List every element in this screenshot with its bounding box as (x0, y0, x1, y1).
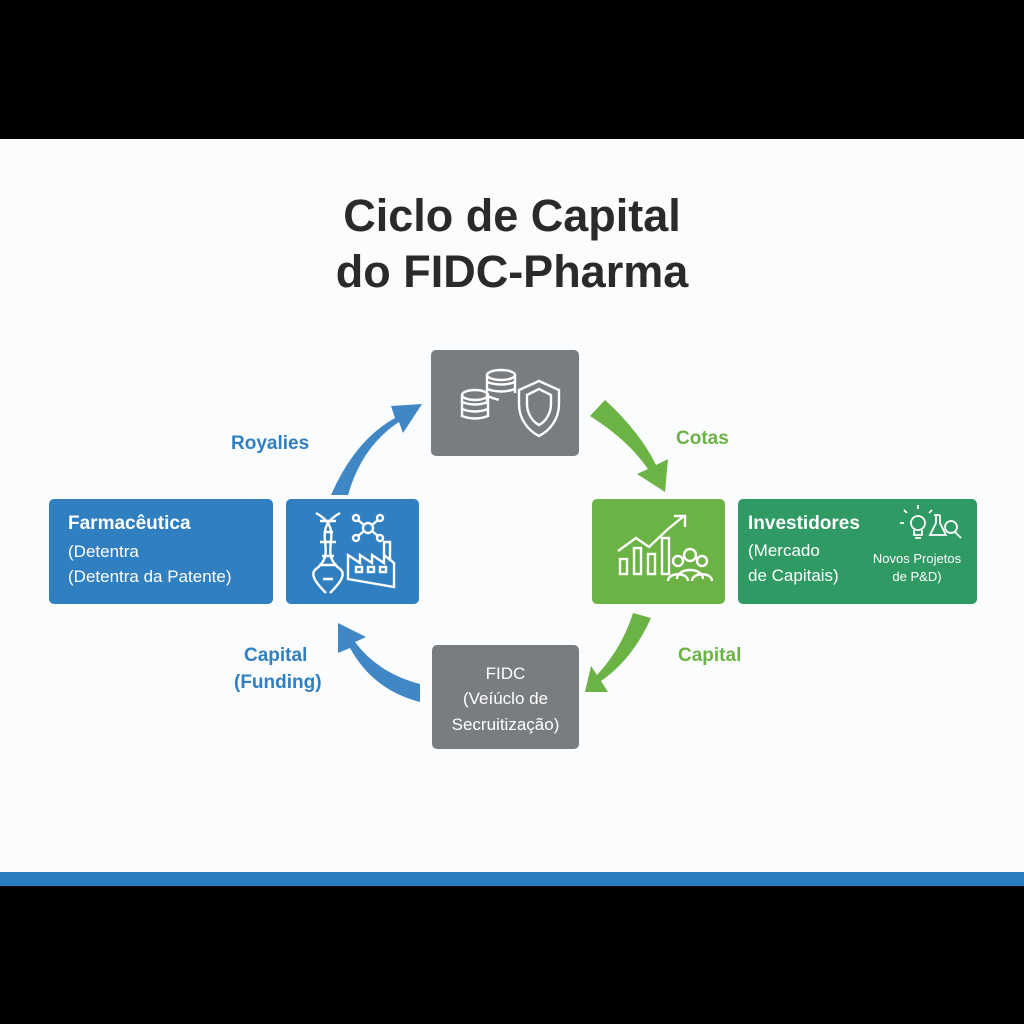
lightbulb-flask-icon (900, 505, 962, 539)
arrow-capital-right (585, 613, 651, 692)
label-royalties: Royalies (231, 433, 310, 454)
title-line-2: do FIDC-Pharma (335, 246, 689, 297)
fidc-box: FIDC (Veíúclo de Secruitização) (432, 645, 579, 749)
fidc-line-2: (Veíúclo de (462, 689, 549, 708)
projects-line-2: de P&D) (892, 569, 942, 584)
investidores-line-2: de Capitais) (748, 566, 839, 585)
dna-factory-icon (312, 511, 396, 594)
title-line-1: Ciclo de Capital (343, 190, 681, 241)
label-cotas: Cotas (676, 428, 729, 449)
investidores-box: Investidores (Mercado de Capitais) Novos… (738, 499, 977, 604)
arrow-royalties (331, 404, 422, 495)
bottom-accent-bar (0, 872, 1024, 886)
arrow-capital-left (338, 623, 420, 702)
fidc-line-3: Secruitização) (451, 715, 560, 734)
farmaceutica-name: Farmacêutica (68, 513, 191, 534)
label-capital-left-1: Capital (244, 645, 308, 666)
fidc-line-1: FIDC (485, 664, 526, 683)
securitization-icon-box (431, 350, 579, 456)
farmaceutica-line-1: (Detentra (68, 542, 139, 561)
growth-chart-people-icon (617, 514, 714, 582)
investidores-line-1: (Mercado (748, 541, 820, 560)
diagram-title: Ciclo de Capital do FIDC-Pharma (0, 188, 1024, 300)
coins-shield-icon (460, 368, 561, 438)
farmaceutica-box: Farmacêutica (Detentra (Detentra da Pate… (49, 499, 273, 604)
farmaceutica-line-2: (Detentra da Patente) (68, 567, 232, 586)
label-capital-right: Capital (678, 645, 742, 666)
label-capital-left-2: (Funding) (234, 672, 322, 693)
arrow-cotas (590, 400, 668, 492)
farmaceutica-icon-box (286, 499, 419, 604)
investidores-icon-box (592, 499, 725, 604)
investidores-name: Investidores (748, 513, 860, 534)
projects-line-1: Novos Projetos (872, 551, 962, 566)
